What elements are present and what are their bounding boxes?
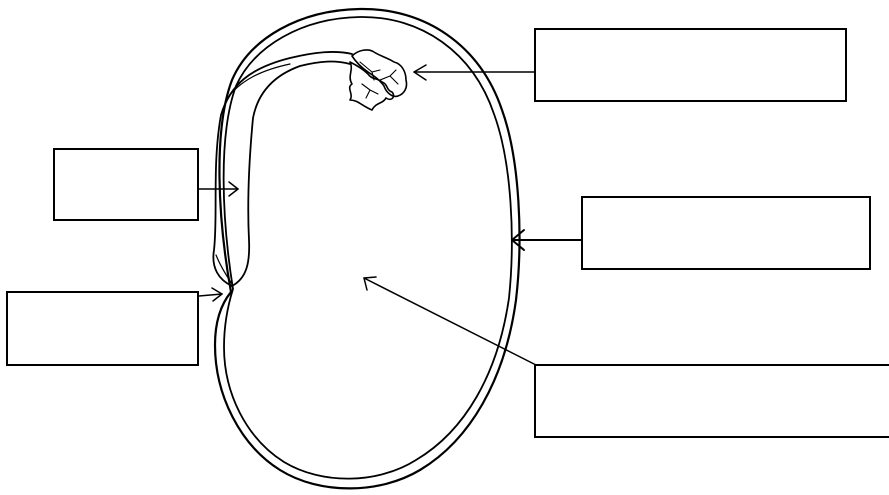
radicle-label-box[interactable] [53,148,199,221]
arrow-to-micropyle [198,287,223,302]
pointer-arrows [198,64,582,367]
radicle-inner-edge [231,60,351,287]
seed-coat-inner [222,16,513,480]
embryo-axis [212,51,353,287]
plumule-label-box[interactable] [534,28,847,102]
seed-coat-label-box[interactable] [581,196,871,270]
plumule-veins [359,61,399,99]
cotyledon-label-box[interactable] [534,364,889,438]
arrow-to-cotyledon [363,276,539,367]
hypocotyl-line [225,63,291,101]
seed-coat [213,7,521,490]
radicle-crease [215,254,233,285]
plumule-leaf-upper [351,49,408,98]
arrow-to-radicle [198,181,239,197]
arrow-to-plumule [413,64,535,81]
seed-coat-outer [213,7,521,490]
plumule-leaf-lower [348,61,395,111]
arrow-to-seed-coat [511,229,582,251]
micropyle-label-box[interactable] [6,291,199,366]
plumule-drawing [348,49,408,111]
radicle-outline [212,51,353,287]
